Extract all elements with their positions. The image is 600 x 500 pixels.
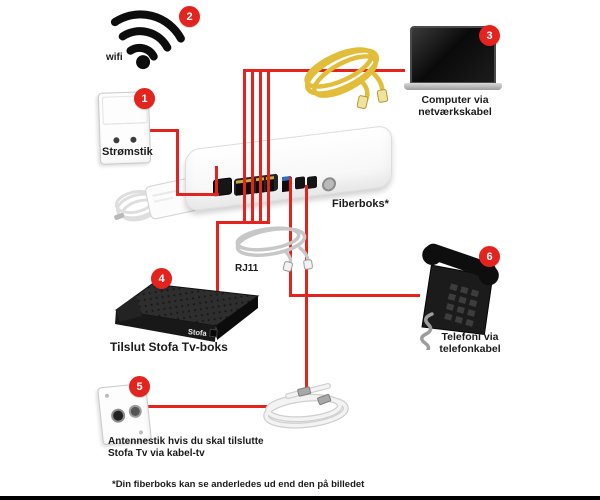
connection-line-phone1 bbox=[289, 177, 292, 297]
wifi-icon bbox=[95, 2, 191, 74]
badge-wifi: 2 bbox=[179, 6, 200, 27]
connection-line-lan3 bbox=[259, 69, 262, 224]
connection-line-power3 bbox=[176, 193, 219, 196]
rj11-cable-icon bbox=[226, 220, 322, 272]
coax-cable-icon bbox=[258, 378, 358, 434]
connection-line-lan2 bbox=[251, 69, 254, 224]
connection-line-lan4 bbox=[267, 69, 270, 224]
connection-line-power2 bbox=[176, 129, 179, 196]
antenna-label: Antennestik hvis du skal tilslutte Stofa… bbox=[108, 436, 264, 459]
telephone-label: Telefoni via telefonkabel bbox=[439, 331, 501, 356]
badge-telephone: 6 bbox=[479, 246, 500, 267]
connection-line-power4 bbox=[215, 166, 218, 196]
tv-box-label: Tilslut Stofa Tv-boks bbox=[110, 340, 228, 354]
power-outlet-label: Strømstik bbox=[102, 146, 153, 158]
fiberbox-coax-port bbox=[322, 176, 336, 193]
rj11-label: RJ11 bbox=[235, 263, 259, 274]
fiberbox-phone-port1 bbox=[295, 176, 305, 190]
wifi-label: wifi bbox=[106, 52, 123, 63]
connection-line-coax bbox=[305, 185, 308, 397]
bottom-edge-bar bbox=[0, 496, 600, 500]
connection-line-power1 bbox=[146, 129, 179, 132]
footnote: *Din fiberboks kan se anderledes ud end … bbox=[112, 479, 365, 490]
tv-box-brand: Stofa bbox=[188, 327, 208, 338]
connection-line-lanbus bbox=[216, 221, 270, 224]
fiberbox-phone-port2 bbox=[307, 175, 317, 190]
connection-line-antenna bbox=[146, 405, 274, 408]
connection-line-phone2 bbox=[289, 294, 420, 297]
network-cable-icon bbox=[290, 30, 400, 110]
badge-computer: 3 bbox=[479, 25, 500, 46]
connection-line-laptop bbox=[243, 69, 405, 72]
tv-box-icon: Stofa bbox=[102, 274, 264, 348]
connection-line-lan1 bbox=[243, 69, 246, 224]
fiberbox-label: Fiberboks* bbox=[332, 198, 389, 210]
badge-tvbox: 4 bbox=[151, 268, 172, 289]
badge-power: 1 bbox=[134, 88, 155, 109]
computer-label: Computer via netværkskabel bbox=[418, 94, 492, 119]
badge-antenna: 5 bbox=[129, 376, 150, 397]
fiberbox-lan-ports bbox=[234, 173, 278, 196]
connection-line-tvbox bbox=[216, 221, 219, 291]
telephone-icon bbox=[398, 240, 506, 355]
